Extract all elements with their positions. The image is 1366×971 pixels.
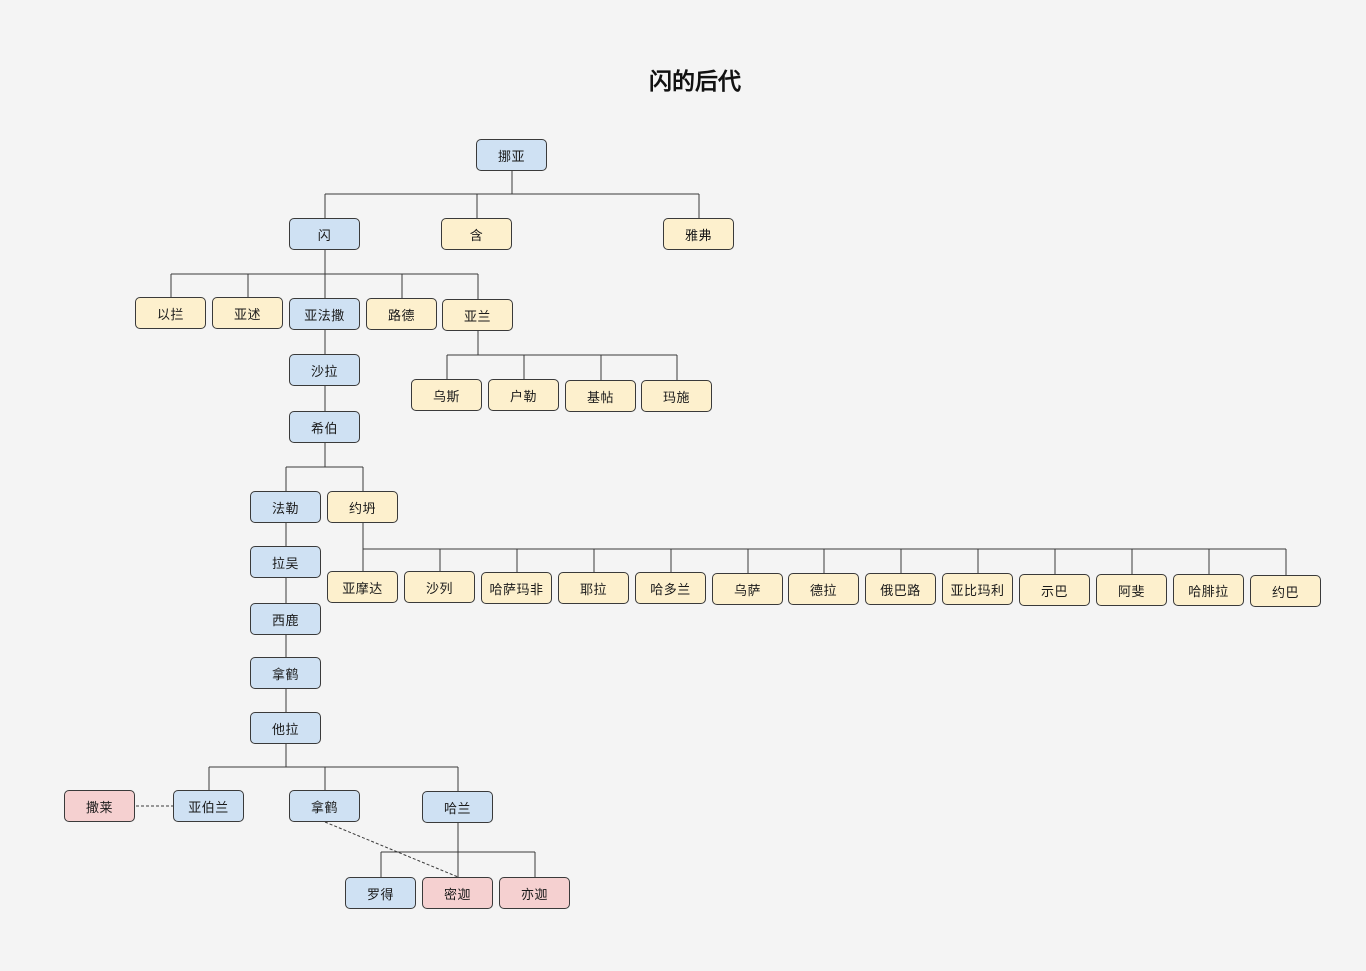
- edge-aram-children: [446, 331, 678, 380]
- node-peleg: 法勒: [250, 491, 321, 523]
- node-japheth: 雅弗: [663, 218, 734, 250]
- node-hul: 户勒: [488, 379, 559, 411]
- node-havilah: 哈腓拉: [1173, 574, 1244, 606]
- node-ophir: 阿斐: [1096, 574, 1167, 606]
- node-serug: 西鹿: [250, 603, 321, 635]
- node-uzal: 乌萨: [712, 573, 783, 605]
- node-terah: 他拉: [250, 712, 321, 744]
- node-asshur: 亚述: [212, 297, 283, 329]
- diagram-title: 闪的后代: [649, 69, 741, 95]
- edge-eber-children: [285, 443, 364, 491]
- node-almodad: 亚摩达: [327, 571, 398, 603]
- node-obal: 俄巴路: [865, 573, 936, 605]
- node-hadoram: 哈多兰: [635, 572, 706, 604]
- node-jobab: 约巴: [1250, 575, 1321, 607]
- node-gether: 基帖: [565, 380, 636, 412]
- node-hazarmaveth: 哈萨玛非: [481, 572, 552, 604]
- node-eber: 希伯: [289, 411, 360, 443]
- node-ham: 含: [441, 218, 512, 250]
- node-haran: 哈兰: [422, 791, 493, 823]
- node-sarai: 撒莱: [64, 790, 135, 822]
- node-lot: 罗得: [345, 877, 416, 909]
- node-arphaxad: 亚法撒: [289, 298, 360, 330]
- node-abram: 亚伯兰: [173, 790, 244, 822]
- node-shem: 闪: [289, 218, 360, 250]
- edge-haran-children: [380, 823, 536, 877]
- edge-joktan-children: [362, 523, 1287, 575]
- node-elam: 以拦: [135, 297, 206, 329]
- edge-noah-children: [324, 171, 700, 218]
- node-uz: 乌斯: [411, 379, 482, 411]
- node-noah: 挪亚: [476, 139, 547, 171]
- node-joktan: 约坍: [327, 491, 398, 523]
- node-iscah: 亦迦: [499, 877, 570, 909]
- node-reu: 拉吴: [250, 546, 321, 578]
- node-diklah: 德拉: [788, 573, 859, 605]
- node-nahor-younger: 拿鹤: [289, 790, 360, 822]
- edge-terah-children: [208, 744, 459, 791]
- node-aram: 亚兰: [442, 299, 513, 331]
- node-lud: 路德: [366, 298, 437, 330]
- edge-shem-children: [170, 250, 479, 299]
- node-shelah: 沙拉: [289, 354, 360, 386]
- node-abimael: 亚比玛利: [942, 573, 1013, 605]
- edge-nahor-milcah: [324, 821, 459, 878]
- node-sheleph: 沙列: [404, 571, 475, 603]
- node-sheba: 示巴: [1019, 574, 1090, 606]
- node-milcah: 密迦: [422, 877, 493, 909]
- node-jerah: 耶拉: [558, 572, 629, 604]
- node-mash: 玛施: [641, 380, 712, 412]
- node-nahor-elder: 拿鹤: [250, 657, 321, 689]
